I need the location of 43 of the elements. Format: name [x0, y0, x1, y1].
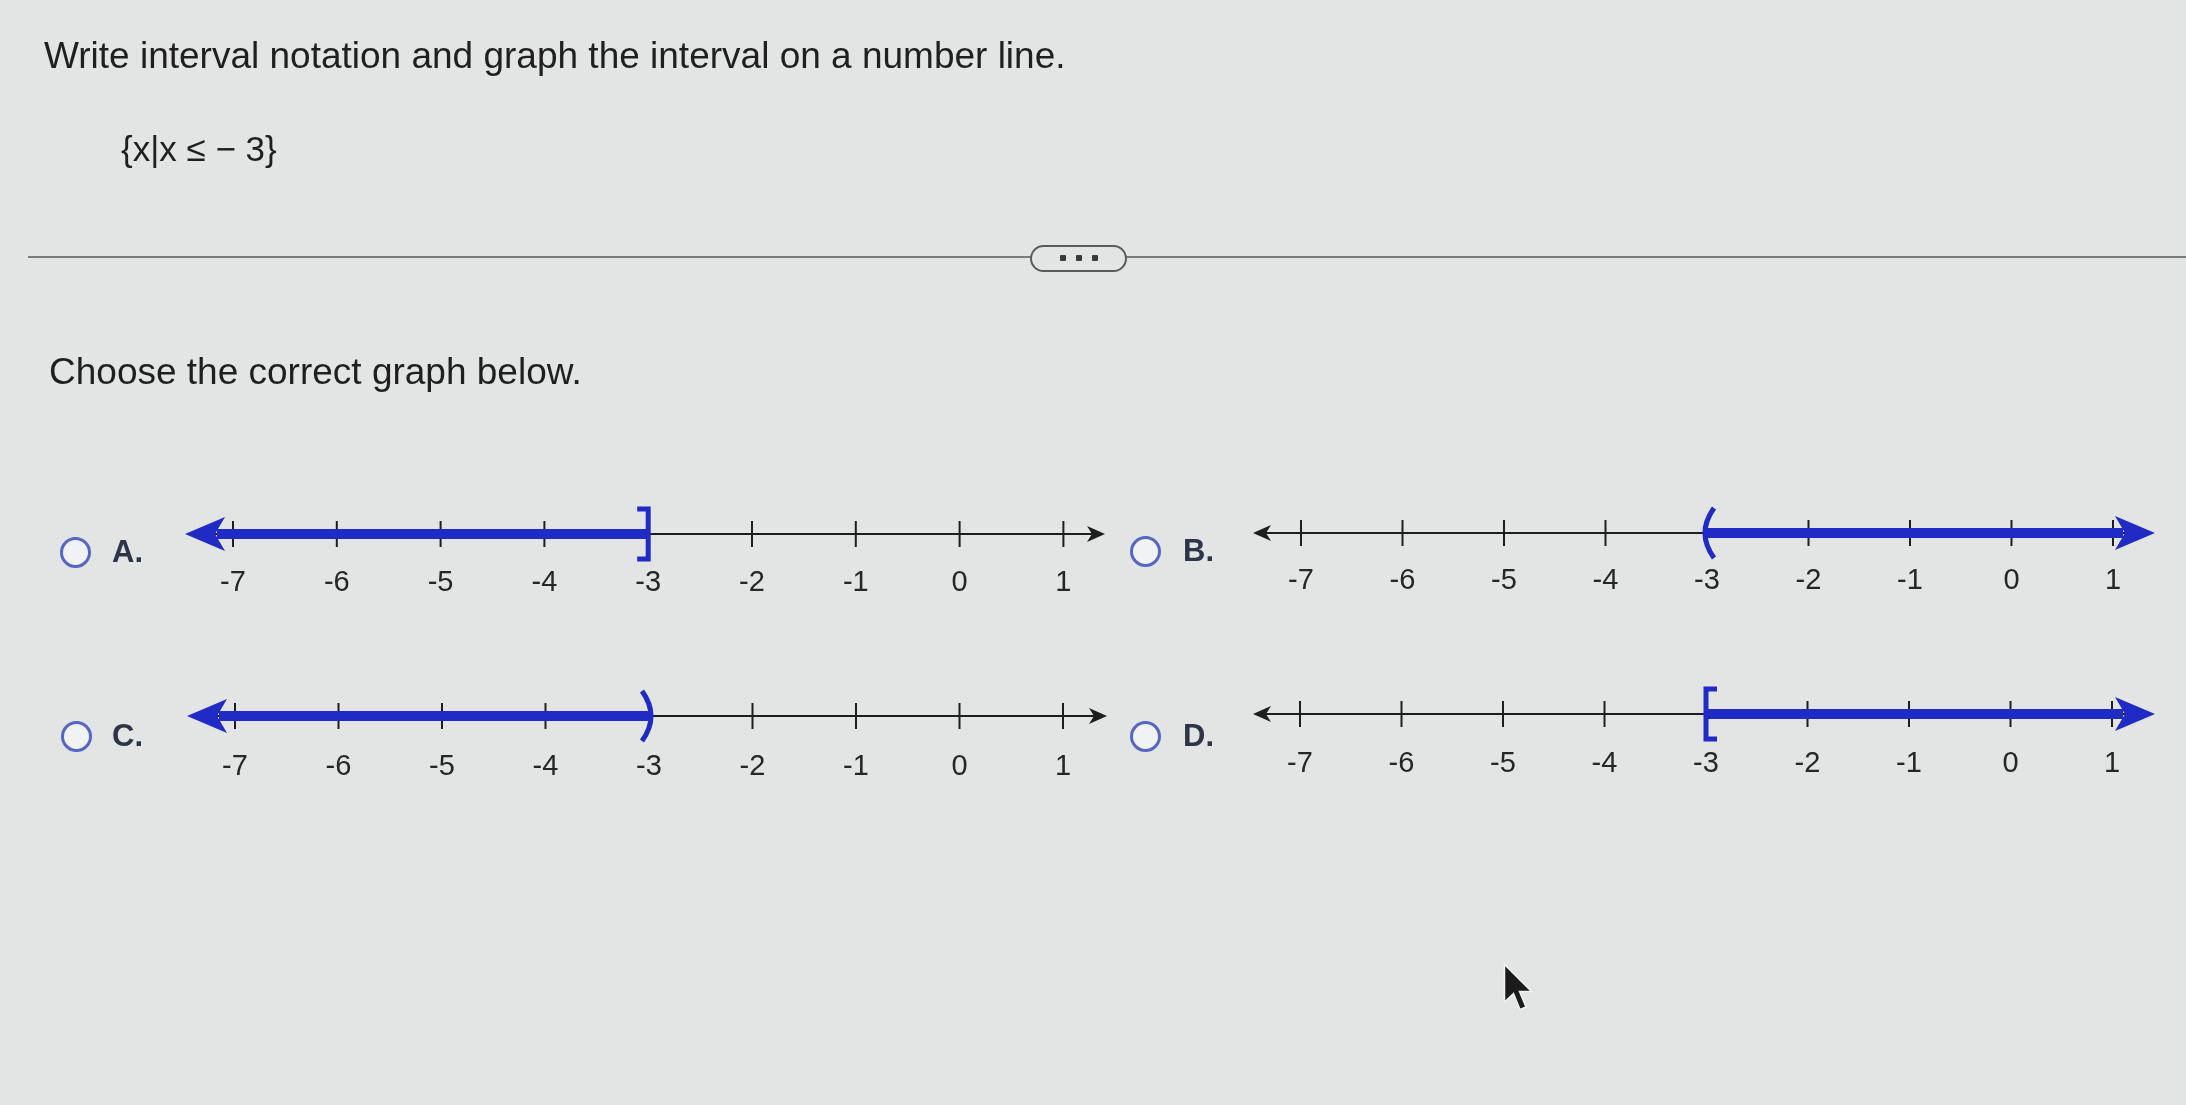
tick-label: -7	[222, 748, 248, 782]
instruction-text: Choose the correct graph below.	[49, 350, 582, 394]
tick-label: -1	[1897, 562, 1923, 596]
tick-label: -3	[636, 748, 662, 782]
tick-label: 1	[1055, 564, 1072, 598]
tick-label: -2	[739, 748, 766, 782]
set-notation: {x|x ≤ − 3}	[121, 128, 277, 170]
tick-label: -1	[1896, 745, 1922, 779]
tick-label: 0	[951, 748, 968, 782]
question-text: Write interval notation and graph the interval on a number line.	[44, 34, 1066, 78]
tick-label: -2	[739, 564, 765, 598]
tick-label: -5	[429, 748, 455, 782]
tick-label: -6	[1389, 562, 1416, 596]
tick-label: -1	[842, 564, 869, 598]
tick-label: -2	[1794, 745, 1821, 779]
tick-label: -7	[1288, 562, 1314, 596]
tick-label: -6	[323, 564, 350, 598]
tick-label: -7	[220, 564, 246, 598]
option-letter: A.	[112, 534, 143, 570]
tick-label: 1	[2103, 745, 2121, 779]
option-letter: B.	[1183, 533, 1214, 569]
option-letter: C.	[112, 718, 143, 754]
tick-label: -4	[532, 748, 559, 782]
tick-label: -4	[1592, 562, 1619, 596]
tick-label: 0	[951, 564, 968, 598]
tick-label: -4	[531, 564, 558, 598]
tick-label: -3	[635, 564, 662, 598]
tick-label: -2	[1795, 562, 1822, 596]
tick-label: -6	[325, 748, 352, 782]
tick-label: -6	[1388, 745, 1415, 779]
tick-label: -4	[1591, 745, 1618, 779]
tick-label: 0	[2002, 745, 2019, 779]
tick-label: -7	[1287, 745, 1313, 779]
tick-label: 1	[1054, 748, 1072, 782]
tick-label: 0	[2003, 562, 2020, 596]
tick-label: -5	[1491, 562, 1517, 596]
tick-label: -5	[427, 564, 454, 598]
option-letter: D.	[1183, 718, 1214, 754]
tick-label: -3	[1693, 745, 1719, 779]
tick-label: -3	[1694, 562, 1720, 596]
tick-label: -5	[1490, 745, 1516, 779]
tick-label: 1	[2104, 562, 2122, 596]
tick-label: -1	[843, 748, 869, 782]
